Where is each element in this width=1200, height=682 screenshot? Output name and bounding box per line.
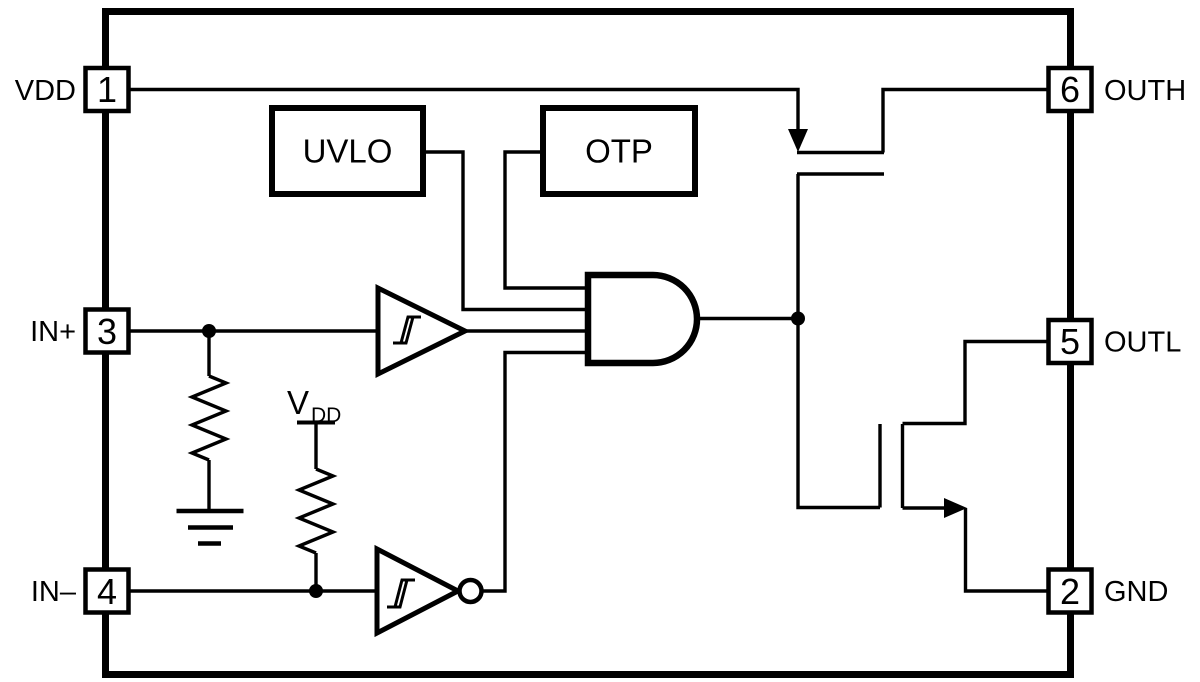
pin-box-6 — [1046, 65, 1094, 114]
wire-inv-schmitt-and — [481, 350, 588, 593]
pin-number-6: 6 — [1060, 69, 1080, 110]
resistor-icon — [187, 374, 231, 462]
pulldown-resistor — [187, 374, 231, 462]
pin-label-outl: OUTL — [1104, 327, 1181, 359]
buffer-triangle — [375, 283, 471, 379]
pin-number-3: 3 — [97, 311, 117, 352]
pullup-resistor: V DD — [287, 384, 341, 555]
wire-nmos-gate-lead — [796, 318, 880, 510]
hysteresis-icon — [393, 316, 415, 345]
schmitt-buffer — [375, 283, 471, 379]
hysteresis-icon — [387, 579, 409, 609]
pin-label-vdd: VDD — [15, 75, 76, 107]
pmos-transistor — [788, 129, 884, 176]
ground-symbol — [176, 508, 244, 546]
junction-dot — [202, 324, 216, 338]
pin-box-2 — [1046, 567, 1094, 615]
pin-number-4: 4 — [97, 571, 117, 612]
pin-inp: 3 IN+ — [30, 307, 131, 355]
pmos-source-arrow-icon — [788, 129, 808, 152]
schmitt-inverter — [374, 544, 484, 638]
wire-source-gnd — [963, 508, 1049, 593]
nmos-transistor — [878, 424, 967, 518]
wire-pmos-drain-outh — [881, 87, 1049, 153]
inverter-bubble-icon — [457, 577, 484, 605]
pin-label-outh: OUTH — [1104, 75, 1186, 107]
pin-box-4 — [83, 567, 131, 615]
uvlo-block: UVLO — [269, 105, 426, 197]
pin-number-1: 1 — [97, 69, 117, 110]
wire-otp-and — [503, 150, 588, 290]
hysteresis-icon — [393, 578, 415, 608]
pin-outh: 6 OUTH — [1046, 65, 1186, 114]
nmos-source-arrow-icon — [944, 498, 967, 518]
wire-vdd-rail — [128, 87, 800, 131]
pin-label-inn: IN– — [31, 576, 77, 608]
pin-label-gnd: GND — [1104, 576, 1168, 608]
inverter-triangle — [374, 544, 464, 638]
pin-label-inp: IN+ — [30, 316, 76, 348]
pin-box-5 — [1046, 317, 1094, 366]
pin-box-3 — [83, 307, 131, 355]
pin-number-2: 2 — [1060, 571, 1080, 612]
pin-number-5: 5 — [1060, 321, 1080, 362]
resistor-icon — [294, 467, 338, 555]
pin-vdd: 1 VDD — [15, 65, 131, 114]
vdd-net-label: V — [287, 384, 309, 421]
vdd-net-subscript: DD — [311, 404, 341, 427]
pin-gnd: 2 GND — [1046, 567, 1168, 615]
wire-nmos-drain-outl — [902, 339, 1049, 426]
and-gate — [584, 271, 701, 367]
pin-outl: 5 OUTL — [1046, 317, 1181, 366]
otp-block: OTP — [540, 105, 698, 197]
pin-box-1 — [83, 65, 131, 114]
junction-dot — [791, 311, 805, 326]
uvlo-label: UVLO — [303, 133, 393, 170]
otp-label: OTP — [585, 133, 653, 170]
hysteresis-icon — [399, 315, 421, 344]
pin-inn: 4 IN– — [31, 567, 131, 615]
junction-dot — [309, 584, 323, 598]
wire-uvlo-and — [423, 150, 588, 312]
